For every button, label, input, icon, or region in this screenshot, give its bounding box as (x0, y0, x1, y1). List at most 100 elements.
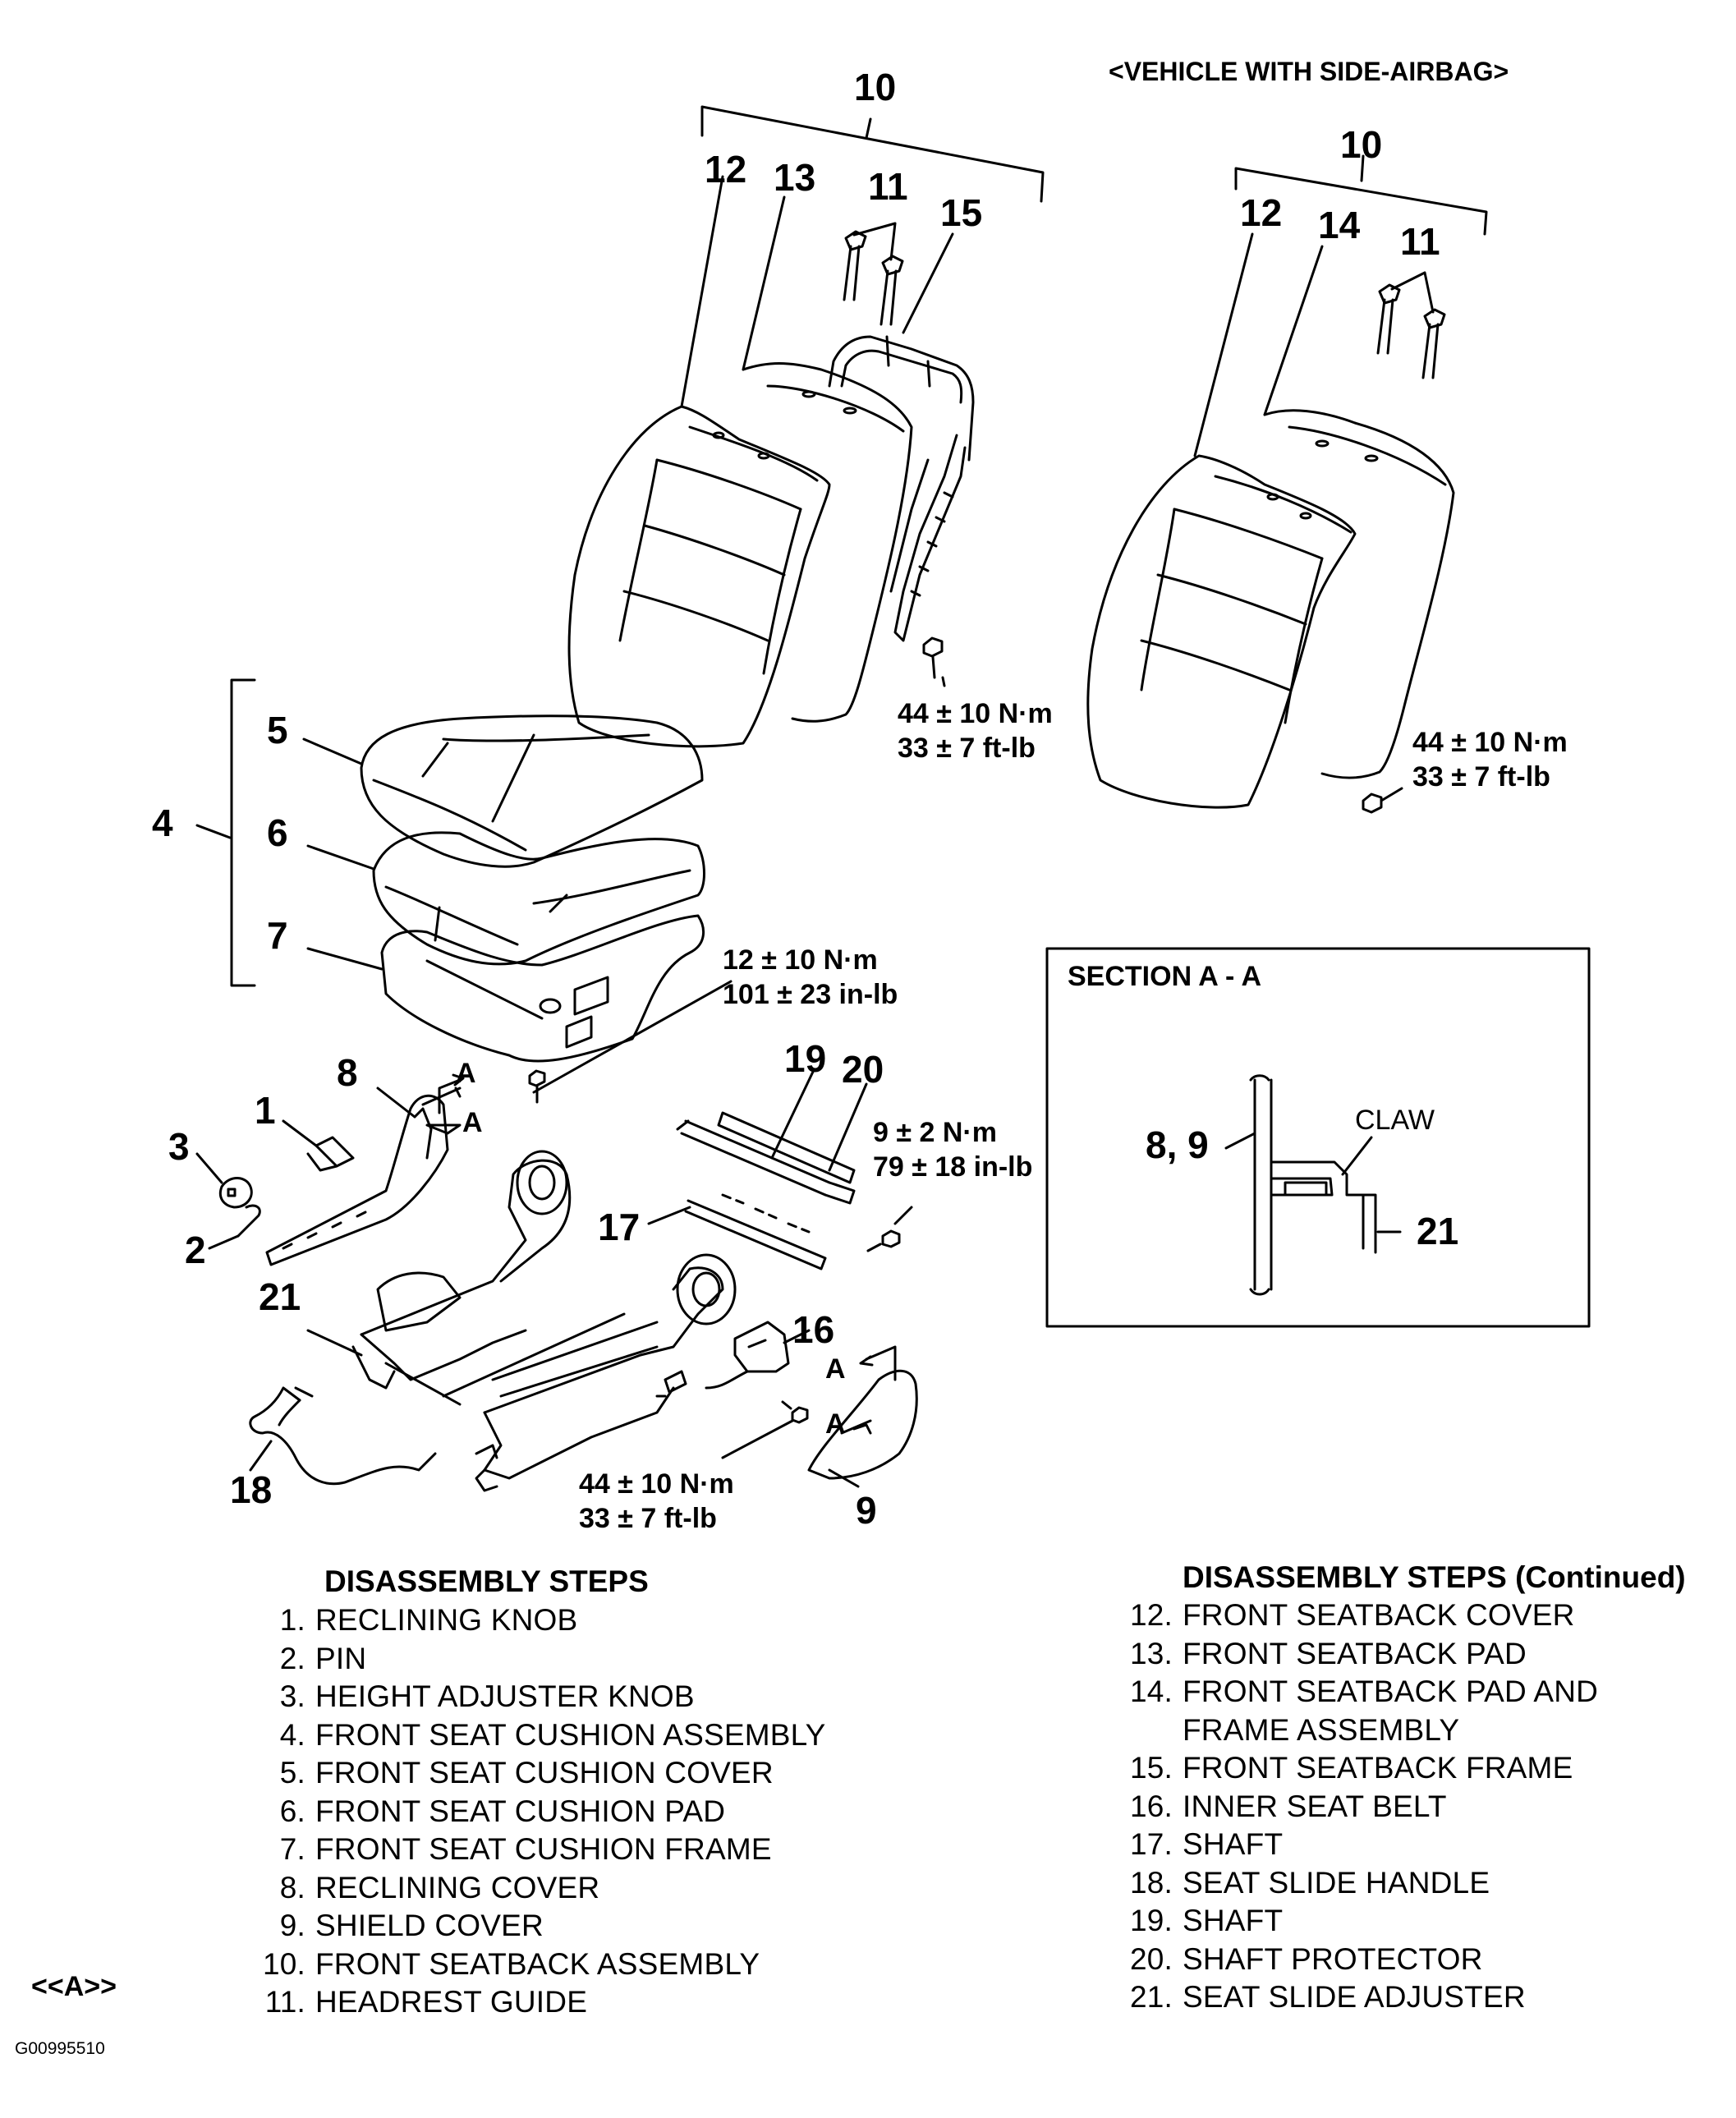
section-mark-a-lower-2: A (825, 1408, 846, 1440)
section-a-a-box (1045, 947, 1591, 1328)
cushion-cover-5 (360, 714, 704, 868)
callout-12-left: 12 (705, 148, 746, 191)
torque-seatbelt-ftlb: 33 ± 7 ft-lb (579, 1503, 717, 1534)
callout-12-right: 12 (1240, 191, 1282, 234)
seat-slide-adjuster-21 (351, 1150, 737, 1492)
step-item: 9. SHIELD COVER (256, 1909, 544, 1943)
step-number: 9. (279, 1909, 305, 1942)
steps-title-right: DISASSEMBLY STEPS (Continued) (1183, 1560, 1686, 1594)
callout-11-right: 11 (1400, 220, 1440, 263)
reclining-knob-1 (306, 1136, 355, 1172)
section-arrow-a-upper (438, 1073, 465, 1114)
step-number: 1. (279, 1603, 305, 1637)
section-a-a-detail (1249, 1074, 1377, 1296)
callout-7: 7 (267, 914, 288, 957)
callout-20: 20 (842, 1048, 884, 1091)
callout-5: 5 (267, 709, 288, 751)
section-claw-label: CLAW (1355, 1105, 1435, 1136)
step-item: 14.FRONT SEATBACK PAD AND (1123, 1675, 1598, 1709)
seat-slide-handle-18 (249, 1386, 437, 1486)
section-callout-8-9: 8, 9 (1146, 1123, 1209, 1166)
step-number: 4. (279, 1717, 305, 1752)
step-label: FRAME ASSEMBLY (1183, 1712, 1460, 1747)
step-label: FRONT SEAT CUSHION FRAME (315, 1832, 772, 1866)
headrest-guides-right (1376, 271, 1446, 379)
step-label: INNER SEAT BELT (1183, 1789, 1447, 1823)
bolt-seatbelt (781, 1400, 809, 1424)
callout-13: 13 (774, 156, 815, 199)
step-item: 15.FRONT SEATBACK FRAME (1123, 1751, 1573, 1785)
step-label: SHAFT (1183, 1827, 1284, 1861)
section-mark-a-upper-1: A (456, 1058, 476, 1089)
callout-16: 16 (792, 1308, 834, 1351)
shaft-protector-20 (717, 1111, 856, 1184)
callout-1: 1 (255, 1089, 276, 1132)
callout-10-right: 10 (1340, 123, 1382, 166)
step-number: 3. (279, 1679, 305, 1713)
callout-19: 19 (784, 1037, 826, 1080)
step-item: 7.FRONT SEAT CUSHION FRAME (256, 1832, 772, 1867)
callout-2: 2 (185, 1229, 206, 1271)
callout-6: 6 (267, 811, 288, 854)
bracket-10-left (700, 105, 1045, 203)
shaft-19 (676, 1119, 856, 1205)
seatback-cover-right (1086, 409, 1455, 809)
step-label: SEAT SLIDE ADJUSTER (1183, 1980, 1526, 2014)
headrest-guides-left (843, 222, 904, 326)
step-label: RECLINING KNOB (315, 1603, 578, 1637)
step-number: 19. (1129, 1904, 1173, 1937)
step-item: 4. FRONT SEAT CUSHION ASSEMBLY (256, 1718, 826, 1753)
cushion-frame-7 (380, 914, 705, 1063)
shield-cover-9 (807, 1369, 918, 1480)
step-number: 13. (1129, 1636, 1173, 1670)
reclining-cover-8 (265, 1087, 462, 1266)
step-item: 5.FRONT SEAT CUSHION COVER (256, 1756, 774, 1790)
callout-4: 4 (152, 802, 173, 844)
torque-cushion-nm: 12 ± 10 N·m (723, 944, 878, 976)
cushion-pad-6 (372, 831, 705, 966)
step-item: 12.FRONT SEATBACK COVER (1123, 1598, 1575, 1633)
step-item: 1. RECLINING KNOB (256, 1603, 577, 1638)
callout-9: 9 (856, 1489, 877, 1532)
callout-15: 15 (940, 191, 982, 234)
step-item: 17.SHAFT (1123, 1827, 1283, 1862)
torque-shaft-inlb: 79 ± 18 in-lb (873, 1151, 1032, 1183)
step-item: 20. SHAFT PROTECTOR (1123, 1942, 1483, 1977)
step-label: FRONT SEAT CUSHION ASSEMBLY (315, 1717, 826, 1752)
torque-seatback-left-ftlb: 33 ± 7 ft-lb (898, 733, 1036, 764)
figure-id: G00995510 (15, 2039, 105, 2058)
torque-seatback-right-nm: 44 ± 10 N·m (1412, 727, 1568, 758)
bolt-shaft (866, 1229, 901, 1252)
seatback-pad-13 (742, 362, 913, 723)
step-item: 10.FRONT SEATBACK ASSEMBLY (256, 1947, 760, 1982)
callout-3: 3 (168, 1125, 190, 1168)
torque-seatback-right-ftlb: 33 ± 7 ft-lb (1412, 761, 1550, 793)
step-label: PIN (315, 1641, 367, 1675)
bolt-seatback-left (922, 636, 944, 679)
bolt-seatback-right (1362, 787, 1403, 814)
step-label: FRONT SEATBACK FRAME (1183, 1751, 1573, 1785)
step-number: 18. (1129, 1865, 1173, 1900)
callout-8: 8 (337, 1051, 358, 1094)
torque-seatbelt-nm: 44 ± 10 N·m (579, 1468, 734, 1500)
step-label: SHAFT (1183, 1904, 1284, 1937)
step-item: 18.SEAT SLIDE HANDLE (1123, 1866, 1490, 1900)
step-number: 11. (264, 1985, 305, 2019)
seatback-frame-15 (828, 335, 975, 642)
callout-18: 18 (230, 1468, 272, 1511)
step-item: 21.SEAT SLIDE ADJUSTER (1123, 1980, 1526, 2015)
reference-mark: <<A>> (31, 1971, 117, 2002)
step-item: FRAME ASSEMBLY (1123, 1713, 1459, 1748)
step-number: 6. (279, 1794, 305, 1828)
callout-11-left: 11 (868, 165, 908, 208)
step-number: 10. (262, 1946, 305, 1981)
step-label: SHAFT PROTECTOR (1183, 1941, 1483, 1976)
section-arrow-a-lower (859, 1345, 897, 1381)
step-number: 12. (1129, 1598, 1173, 1632)
callout-21: 21 (259, 1275, 301, 1318)
step-number: 20. (1129, 1941, 1173, 1976)
step-item: 19. SHAFT (1123, 1904, 1283, 1938)
steps-title-left: DISASSEMBLY STEPS (324, 1564, 649, 1598)
step-label: SHIELD COVER (315, 1909, 544, 1942)
